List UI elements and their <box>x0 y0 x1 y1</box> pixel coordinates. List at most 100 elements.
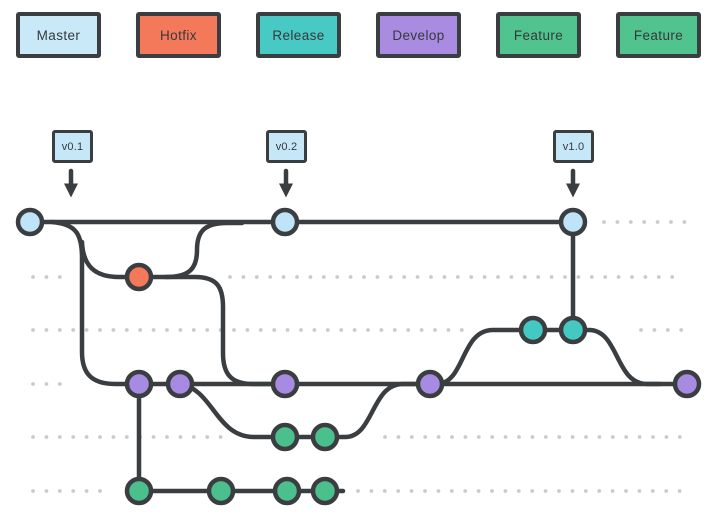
tag-v1-0: v1.0 <box>553 130 594 163</box>
lane-dots-feature-2 <box>476 489 481 493</box>
legend-item-feature-1: Feature <box>496 12 581 58</box>
lane-dots-hotfix <box>482 275 487 279</box>
tag-v0-1: v0.1 <box>52 130 93 163</box>
lane-dots-hotfix <box>576 275 581 279</box>
lane-dots-feature-1 <box>517 435 521 439</box>
lane-dots-hotfix <box>44 275 49 279</box>
lane-dots-feature-2 <box>664 489 669 493</box>
lane-dots-feature-1 <box>98 435 102 439</box>
lane-dots-feature-1 <box>584 435 588 439</box>
edge-feature1-to-develop <box>322 381 421 440</box>
lane-dots-feature-1 <box>44 435 49 439</box>
lane-dots-hotfix <box>455 275 460 279</box>
lane-dots-feature-2 <box>382 489 387 493</box>
lane-dots-develop <box>31 382 35 386</box>
lane-dots-hotfix <box>402 275 407 279</box>
lane-dots-feature-2 <box>356 489 360 493</box>
lane-dots-feature-1 <box>570 435 575 439</box>
lane-dots-feature-2 <box>583 489 588 493</box>
lane-dots-hotfix <box>643 275 648 279</box>
lane-dots-hotfix <box>415 275 420 279</box>
lane-dots-feature-2 <box>610 489 615 493</box>
lane-dots-feature-1 <box>383 435 387 439</box>
lane-dots-hotfix <box>429 275 433 279</box>
lane-dots-feature-2 <box>463 489 468 493</box>
lane-dots-feature-2 <box>449 489 454 493</box>
lane-dots-hotfix <box>362 275 366 279</box>
lane-dots-hotfix <box>630 275 634 279</box>
lane-dots-feature-2 <box>624 489 628 493</box>
lane-dots-hotfix <box>536 275 541 279</box>
lane-dots-release <box>285 328 290 332</box>
commit-node-release <box>558 315 588 345</box>
lane-dots-release <box>57 328 62 332</box>
lane-dots-hotfix <box>228 275 232 279</box>
lane-dots-hotfix <box>241 275 246 279</box>
lane-dots-release <box>446 328 451 332</box>
edge-hotfix-to-master <box>136 220 245 280</box>
lane-dots-master <box>642 220 647 224</box>
lane-dots-hotfix <box>335 275 340 279</box>
lane-dots-feature-2 <box>396 489 401 493</box>
lane-dots-release <box>232 328 236 332</box>
lane-dots-feature-2 <box>31 489 35 493</box>
lane-dots-feature-2 <box>516 489 521 493</box>
lane-dots-master <box>655 220 660 224</box>
lane-dots-release <box>419 328 424 332</box>
lane-dots-feature-2 <box>543 489 548 493</box>
lane-dots-feature-2 <box>530 489 535 493</box>
lane-dots-release <box>652 328 657 332</box>
lane-dots-master <box>628 220 633 224</box>
legend-item-develop: Develop <box>376 12 461 58</box>
lane-dots-hotfix <box>656 275 661 279</box>
lane-dots-feature-2 <box>557 489 561 493</box>
lane-dots-hotfix <box>563 275 567 279</box>
tag-arrow-head <box>566 183 580 198</box>
tag-arrow-head <box>279 183 293 198</box>
legend-item-release: Release <box>256 12 341 58</box>
lane-dots-feature-1 <box>450 435 454 439</box>
commit-node-develop <box>165 369 195 399</box>
lane-dots-feature-1 <box>191 435 196 439</box>
commit-node-develop <box>672 369 702 399</box>
edge-release-to-develop <box>570 327 663 387</box>
lane-dots-release <box>312 328 317 332</box>
commit-node-feature-2 <box>124 476 154 506</box>
lane-dots-feature-2 <box>409 489 414 493</box>
lane-dots-feature-2 <box>677 489 682 493</box>
lane-dots-feature-1 <box>396 435 401 439</box>
lane-dots-release <box>325 328 330 332</box>
commit-node-master <box>270 207 300 237</box>
lane-dots-release <box>339 328 344 332</box>
legend-item-feature-2: Feature <box>616 12 701 58</box>
commit-node-feature-2 <box>310 476 340 506</box>
lane-dots-feature-1 <box>664 435 669 439</box>
lane-dots-hotfix <box>57 275 62 279</box>
lane-dots-feature-2 <box>423 489 427 493</box>
lane-dots-hotfix <box>589 275 594 279</box>
lane-dots-release <box>679 328 684 332</box>
commit-node-master <box>15 207 45 237</box>
lane-dots-feature-2 <box>490 489 494 493</box>
lane-dots-feature-1 <box>597 435 602 439</box>
commit-node-feature-1 <box>310 422 340 452</box>
lane-dots-feature-1 <box>409 435 414 439</box>
lane-dots-feature-1 <box>490 435 495 439</box>
lane-dots-release <box>138 328 143 332</box>
lane-dots-develop <box>57 382 62 386</box>
lane-dots-feature-1 <box>436 435 441 439</box>
lane-dots-feature-1 <box>218 435 223 439</box>
lane-dots-feature-1 <box>111 435 116 439</box>
lane-dots-hotfix <box>442 275 447 279</box>
lane-dots-feature-1 <box>57 435 62 439</box>
lane-dots-release <box>71 328 76 332</box>
lane-dots-release <box>639 328 643 332</box>
lane-dots-release <box>366 328 370 332</box>
lane-dots-master <box>615 220 620 224</box>
lane-dots-feature-1 <box>31 435 35 439</box>
lane-dots-hotfix <box>509 275 514 279</box>
lane-dots-release <box>272 328 277 332</box>
edge-master-to-hotfix <box>79 239 142 280</box>
lane-dots-release <box>665 328 670 332</box>
lane-dots-release <box>245 328 250 332</box>
